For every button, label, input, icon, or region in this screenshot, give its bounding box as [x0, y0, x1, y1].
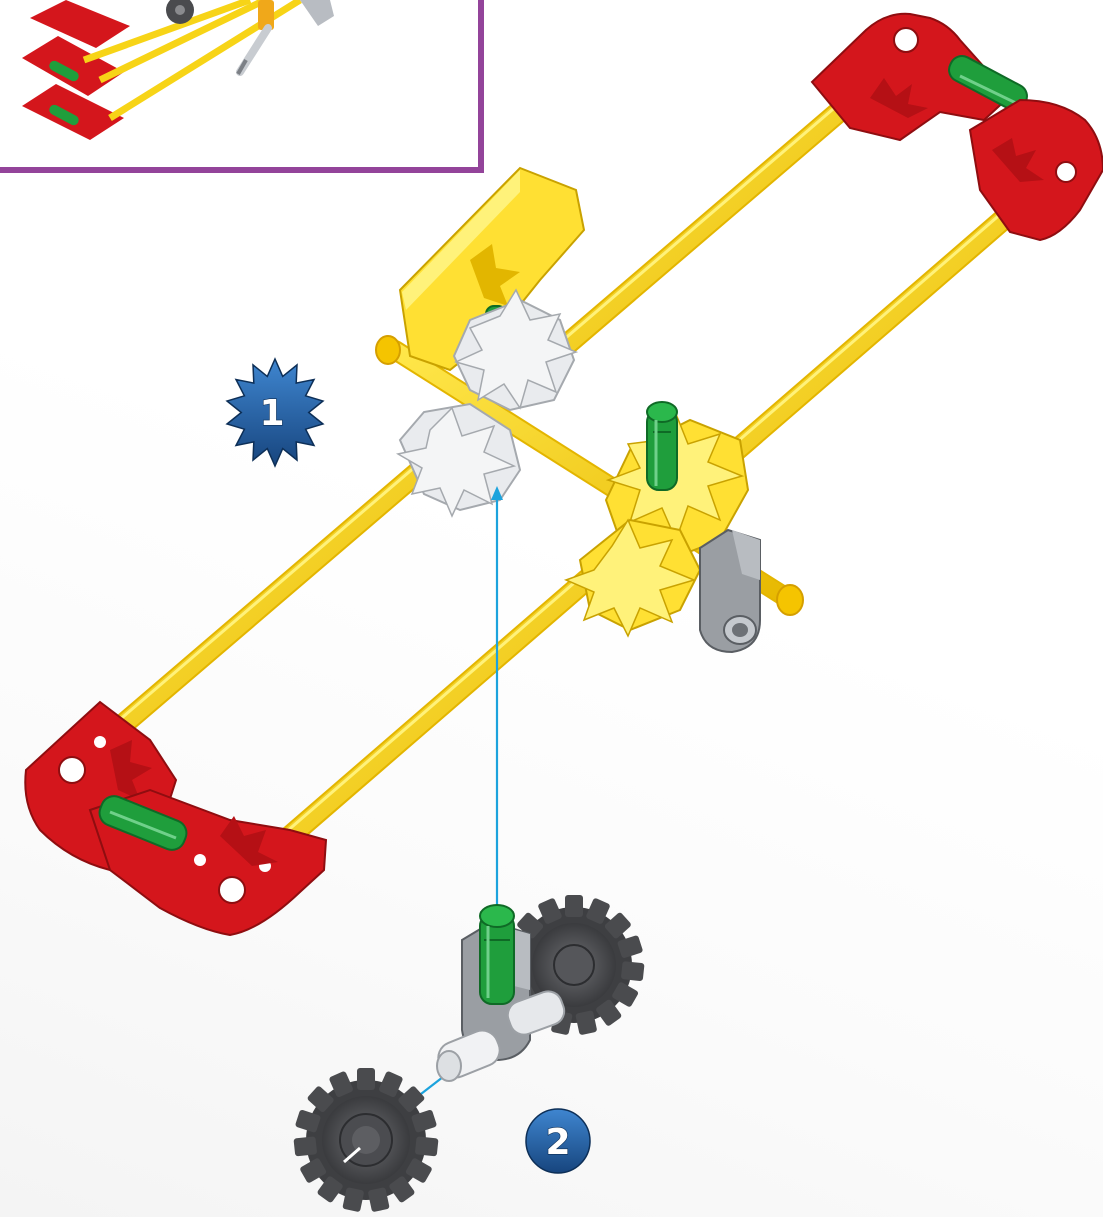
yellow-flat-connector [375, 166, 586, 372]
green-spacer [98, 795, 188, 851]
starburst-icon [225, 357, 325, 468]
small-gear [293, 1068, 439, 1212]
circle-badge-icon [525, 1108, 591, 1174]
inset-panel [0, 0, 484, 173]
inset-border [0, 0, 484, 173]
step-2-badge: 2 [525, 1108, 591, 1174]
step-1-number: 1 [259, 393, 284, 434]
red-corner-connector [810, 12, 1012, 142]
white-spacer [506, 990, 566, 1036]
yellow-connector [563, 518, 702, 638]
red-corner-connector [968, 98, 1103, 242]
white-spacer [436, 1029, 501, 1082]
green-rod [646, 401, 678, 491]
white-connector [452, 288, 579, 412]
main-frame-assembly [24, 12, 1103, 937]
green-rod [479, 904, 515, 1005]
step-1-badge: 1 [225, 357, 325, 468]
inset-model-thumbnail [22, 0, 334, 140]
step-2-number: 2 [545, 1122, 570, 1163]
white-connector [395, 402, 522, 518]
assembly-guide-line [491, 486, 503, 905]
gray-clip [699, 528, 761, 654]
